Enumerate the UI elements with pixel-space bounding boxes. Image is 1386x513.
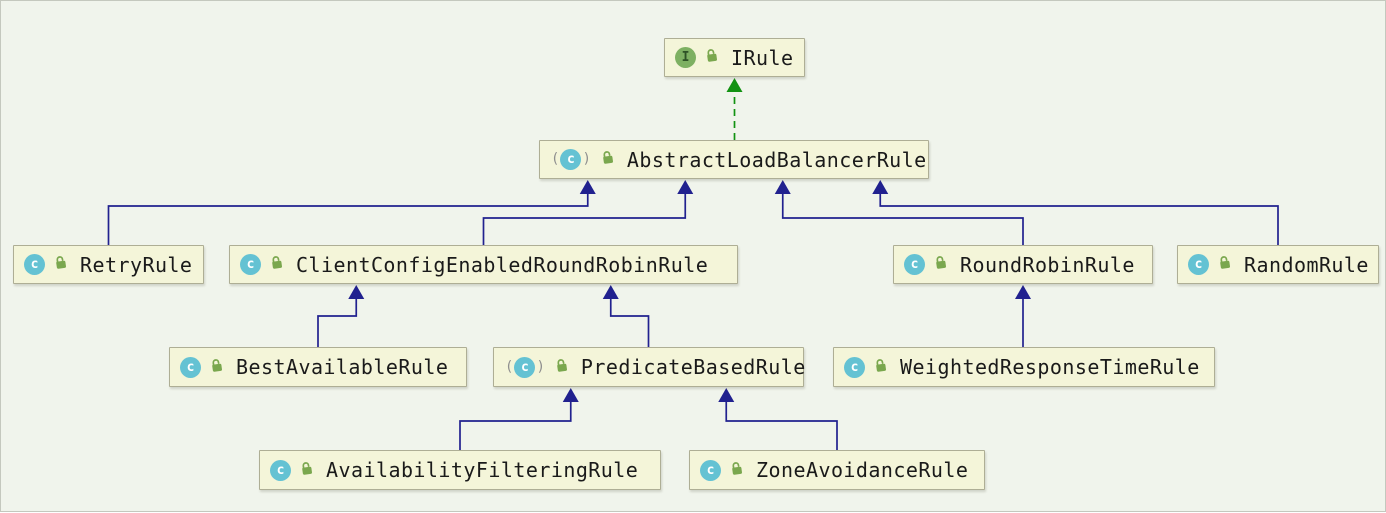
edge-roundrobinrule-to-abstractloadbalancerrule-extends: [774, 180, 1024, 245]
edge-predicatebasedrule-to-clientconfigenabledroundrobinrule-extends: [602, 285, 650, 347]
edge-abstractloadbalancerrule-to-irule-implements: [726, 78, 743, 140]
edge-clientconfigenabledroundrobinrule-to-abstractloadbalancerrule-extends: [482, 180, 694, 245]
class-node-label: RoundRobinRule: [960, 252, 1135, 277]
edge-randomrule-to-abstractloadbalancerrule-extends: [872, 180, 1279, 245]
abstract-class-icon: c: [560, 149, 582, 170]
inheritance-arrowhead: [579, 180, 596, 194]
inheritance-arrowhead: [677, 180, 694, 194]
inheritance-arrowhead: [774, 180, 791, 194]
class-icon: c: [700, 459, 721, 481]
public-lock-icon: [1217, 255, 1232, 274]
class-icon: c: [24, 254, 45, 275]
inheritance-arrowhead: [602, 285, 619, 299]
edge-zoneavoidancerule-to-predicatebasedrule-extends: [718, 388, 838, 450]
class-node-label: BestAvailableRule: [236, 355, 449, 379]
inheritance-arrowhead: [718, 388, 735, 402]
class-node-label: RandomRule: [1244, 252, 1369, 277]
class-node-label: PredicateBasedRule: [580, 355, 806, 379]
class-node-irule[interactable]: I IRule: [664, 38, 805, 77]
class-node-label: AbstractLoadBalancerRule: [626, 147, 927, 172]
public-lock-icon: [53, 255, 68, 274]
edge-availabilityfilteringrule-to-predicatebasedrule-extends: [459, 388, 579, 450]
class-node-bestavailablerule[interactable]: c BestAvailableRule: [169, 347, 467, 387]
class-icon: c: [270, 459, 291, 481]
class-node-clientconfigenabledroundrobinrule[interactable]: c ClientConfigEnabledRoundRobinRule: [229, 245, 738, 284]
class-icon: c: [904, 254, 925, 275]
class-node-roundrobinrule[interactable]: c RoundRobinRule: [893, 245, 1153, 284]
edge-retryrule-to-abstractloadbalancerrule-extends: [107, 180, 596, 245]
class-node-abstractloadbalancerrule[interactable]: (c) AbstractLoadBalancerRule: [539, 140, 929, 179]
class-icon: c: [1188, 254, 1209, 275]
realization-arrowhead: [726, 78, 743, 92]
class-icon: c: [180, 356, 201, 378]
inheritance-arrowhead: [348, 285, 365, 299]
inheritance-arrowhead: [562, 388, 579, 402]
public-lock-icon: [933, 255, 948, 274]
class-node-availabilityfilteringrule[interactable]: c AvailabilityFilteringRule: [259, 450, 661, 490]
class-node-predicatebasedrule[interactable]: (c) PredicateBasedRule: [493, 347, 806, 387]
abstract-right-paren: ): [536, 358, 545, 375]
public-lock-icon: [729, 461, 744, 480]
class-icon: c: [240, 254, 261, 275]
class-node-label: IRule: [731, 45, 794, 70]
class-node-label: ClientConfigEnabledRoundRobinRule: [296, 252, 709, 277]
class-node-label: RetryRule: [80, 252, 193, 277]
class-node-label: WeightedResponseTimeRule: [900, 355, 1200, 379]
class-node-zoneavoidancerule[interactable]: c ZoneAvoidanceRule: [689, 450, 985, 490]
abstract-left-paren: (: [551, 151, 560, 167]
inheritance-arrowhead: [1015, 285, 1031, 299]
abstract-left-paren: (: [505, 358, 514, 375]
public-lock-icon: [269, 255, 284, 274]
class-icon: c: [844, 356, 865, 378]
class-node-label: ZoneAvoidanceRule: [756, 458, 969, 482]
public-lock-icon: [704, 48, 719, 67]
public-lock-icon: [209, 358, 224, 377]
class-node-randomrule[interactable]: c RandomRule: [1177, 245, 1379, 284]
abstract-class-icon: c: [514, 356, 536, 378]
edge-bestavailablerule-to-clientconfigenabledroundrobinrule-extends: [317, 285, 365, 347]
abstract-right-paren: ): [582, 151, 591, 167]
class-node-label: AvailabilityFilteringRule: [326, 458, 639, 482]
class-node-weightedresponsetimerule[interactable]: c WeightedResponseTimeRule: [833, 347, 1215, 387]
public-lock-icon: [600, 150, 615, 169]
public-lock-icon: [299, 461, 314, 480]
edge-weightedresponsetimerule-to-roundrobinrule-extends: [1015, 285, 1031, 347]
class-node-retryrule[interactable]: c RetryRule: [13, 245, 204, 284]
public-lock-icon: [873, 358, 888, 377]
public-lock-icon: [554, 358, 569, 377]
interface-icon: I: [675, 47, 696, 68]
inheritance-arrowhead: [872, 180, 889, 194]
